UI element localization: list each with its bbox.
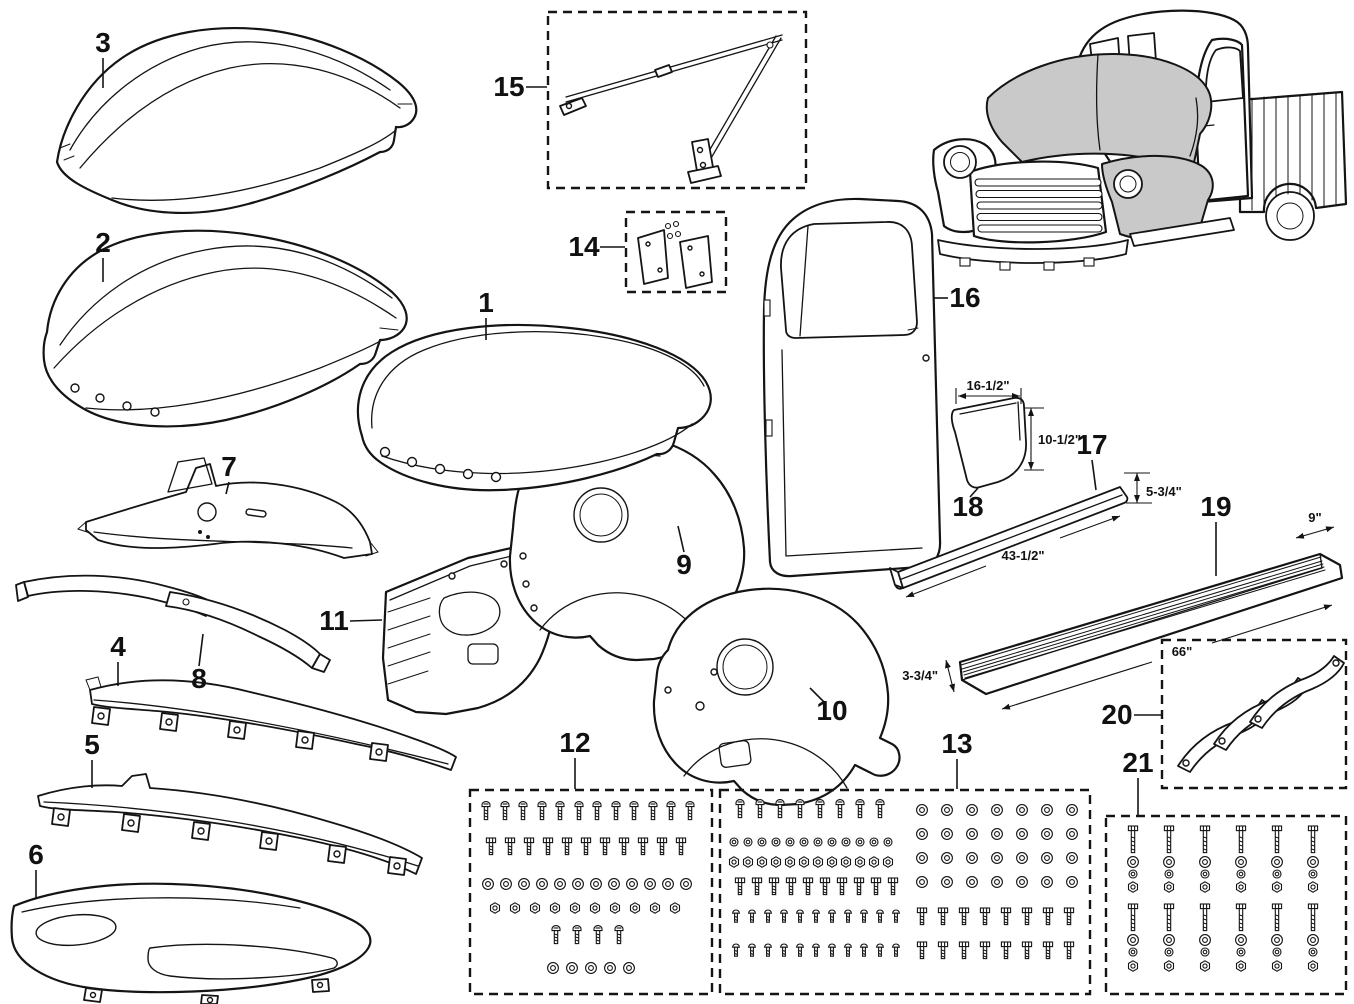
screw-row-short <box>551 925 624 945</box>
part-label-18: 18 <box>952 491 983 522</box>
part-label-12: 12 <box>559 727 590 758</box>
truck-apron-tabs <box>959 257 1095 271</box>
dim-board-width: 3-3/4" <box>902 668 938 683</box>
part-11-slats <box>387 597 431 685</box>
truck-running-board <box>1129 217 1235 247</box>
part-6-feet <box>83 978 330 1004</box>
truck-front-apron <box>937 239 1129 264</box>
part-4-tabs <box>91 706 389 762</box>
truck-hood-shaded <box>985 53 1213 173</box>
part-7-splash-apron <box>77 457 379 559</box>
nut-row <box>489 902 681 914</box>
washer-row-short <box>547 962 635 974</box>
part-label-4: 4 <box>110 631 126 662</box>
dim-cowl-height: 10-1/2" <box>1038 432 1081 447</box>
part-label-8: 8 <box>191 663 207 694</box>
bolt-row <box>734 877 899 896</box>
dim-board-end: 9" <box>1308 510 1321 525</box>
bolt-row-right <box>916 907 1075 926</box>
bolt-stack-row <box>1127 825 1319 893</box>
part-label-6: 6 <box>28 839 44 870</box>
dim-cowl-width: 16-1/2" <box>966 378 1009 393</box>
part-label-13: 13 <box>941 728 972 759</box>
part-label-17: 17 <box>1076 429 1107 460</box>
part-4-grille-filler-panel <box>85 676 457 771</box>
part-21-bolt-kit <box>1104 814 1348 996</box>
part-label-5: 5 <box>84 729 100 760</box>
truck-grille-bars <box>974 178 1103 233</box>
part-19-running-board: 9" 66" 3-3/4" <box>902 510 1344 710</box>
part-label-11: 11 <box>319 605 349 636</box>
truck-door-window <box>1204 46 1244 103</box>
part-5-grille-support-panel <box>37 773 423 876</box>
truck-rear-wheel <box>1265 191 1315 241</box>
washer-grid <box>916 804 1078 888</box>
part-3-hood-assembly <box>55 27 418 214</box>
carriage-bolt-row <box>732 943 900 957</box>
part-16-door-shell <box>762 197 942 578</box>
small-washer-row <box>729 837 893 847</box>
dim-rocker-height: 5-3/4" <box>1146 484 1182 499</box>
part-label-9: 9 <box>676 549 692 580</box>
part-label-20: 20 <box>1101 699 1132 730</box>
truck-bed-slats <box>1251 92 1337 211</box>
part-5-tabs <box>51 807 407 876</box>
truck-headlight-right <box>1113 169 1143 199</box>
bolt-stack-row <box>1127 903 1319 972</box>
part-20-bracket-kit <box>1160 638 1348 790</box>
bolt-row-right <box>916 941 1075 960</box>
part-label-14: 14 <box>568 231 600 262</box>
shield-screws <box>664 220 682 240</box>
part-13-hardware-kit <box>718 788 1092 996</box>
small-nut-row <box>728 856 894 868</box>
part-label-2: 2 <box>95 227 111 258</box>
part-label-19: 19 <box>1200 491 1231 522</box>
screw-row <box>481 801 695 821</box>
truck-illustration <box>932 9 1348 271</box>
truck-headlight-left <box>943 145 977 179</box>
part-14-splash-shield-kit <box>624 210 728 294</box>
running-board-ribs <box>960 556 1326 679</box>
part-label-3: 3 <box>95 27 111 58</box>
part-label-15: 15 <box>493 71 524 102</box>
part-18-cowl-side-panel: 16-1/2" 10-1/2" <box>950 378 1081 489</box>
part-9-front-fender <box>508 434 757 662</box>
part-label-1: 1 <box>478 287 494 318</box>
carriage-bolt-row <box>732 909 900 923</box>
part-17-rocker-panel: 5-3/4" 43-1/2" <box>889 472 1182 598</box>
bolt-row <box>485 837 687 856</box>
part-2-hood-assembly <box>42 229 408 428</box>
part-1-hood-assembly <box>356 323 712 492</box>
dim-board-length: 66" <box>1172 644 1193 659</box>
part-15-hood-support-rod-kit <box>546 10 808 190</box>
washer-row <box>482 878 692 890</box>
part-label-10: 10 <box>816 695 847 726</box>
part-label-7: 7 <box>221 451 237 482</box>
dim-rocker-length: 43-1/2" <box>1001 548 1044 563</box>
part-callouts: 3 2 1 4 5 6 7 8 9 10 11 12 13 14 15 16 1… <box>28 27 1232 898</box>
part-6-grille-shell <box>10 882 372 1004</box>
running-board-bracket-icon <box>1249 655 1345 729</box>
part-8-support-brace <box>15 574 331 673</box>
part-12-hardware-kit <box>468 788 714 996</box>
part-10-front-fender <box>652 587 901 807</box>
part-label-16: 16 <box>949 282 980 313</box>
part-label-21: 21 <box>1122 747 1153 778</box>
